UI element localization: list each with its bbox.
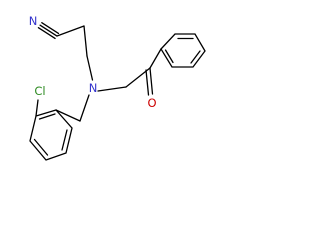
bond-carbonyl-phenyl [149, 48, 162, 69]
double-bond-co-2 [145, 69, 150, 96]
bond-ring-cl [35, 99, 39, 117]
chlorophenyl-inner-bond-2 [61, 129, 68, 151]
chemical-structure-diagram: N N O Cl [29, 14, 206, 161]
double-bond-co-1 [149, 67, 154, 95]
bond-n-ch2-right [97, 86, 127, 92]
phenyl-inner-bond-2 [190, 50, 201, 64]
bond-ch2-aryl [55, 109, 81, 122]
phenyl-inner-bond-3 [164, 49, 174, 64]
chlorophenyl-inner-bond-1 [33, 138, 49, 156]
triple-bond-cn-3 [37, 27, 56, 40]
bond-c-c-chain-1 [56, 25, 85, 37]
bond-n-ch2-left [79, 94, 90, 122]
chlorine-label: Cl [34, 84, 45, 98]
carbonyl-oxygen-label: O [147, 96, 156, 110]
bond-c-n-chain [86, 55, 94, 81]
amine-nitrogen-label: N [89, 81, 98, 95]
triple-bond-cn-2 [41, 22, 60, 35]
bond-c-c-chain-2 [83, 25, 88, 57]
phenyl-ring [160, 33, 206, 68]
chlorophenyl-inner-bond-3 [38, 113, 56, 120]
nitrile-nitrogen-label: N [29, 14, 38, 28]
triple-bond-cn-1 [39, 24, 58, 37]
